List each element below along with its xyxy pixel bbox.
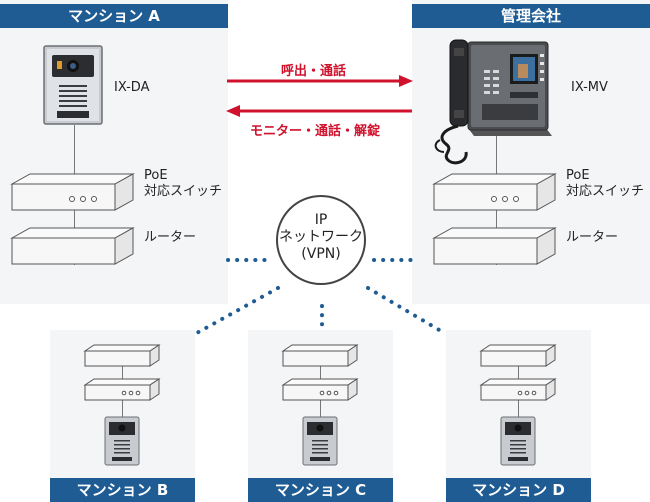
router-label: ルーター [144,230,197,245]
router-icon [83,344,161,367]
router-icon [432,227,557,265]
poe-switch-icon [83,378,161,401]
network-label-line2: ネットワーク [279,229,363,245]
mansion-d-title: マンション D [446,478,591,502]
poe-switch-label-line2: 対応スイッチ [566,184,645,199]
poe-switch-icon [432,173,557,211]
mansion-b-title: マンション B [50,478,195,502]
poe-switch-label-line1: PoE [144,168,168,183]
poe-switch-icon [10,173,135,211]
master-station-label: IX-MV [571,80,608,95]
door-station-icon [43,45,103,125]
mansion-c-title: マンション C [248,478,393,502]
router-icon [281,344,359,367]
poe-switch-icon [479,378,557,401]
call-arrow-label: 呼出・通話 [281,64,347,79]
door-station-icon [500,416,536,466]
ip-network-cloud: IP ネットワーク (VPN) [276,195,366,285]
door-station-icon [302,416,338,466]
router-label: ルーター [566,230,619,245]
door-station-icon [104,416,140,466]
router-icon [479,344,557,367]
monitor-arrow-label: モニター・通話・解錠 [250,124,381,139]
router-icon [10,227,135,265]
door-station-label: IX-DA [114,80,150,95]
master-station-icon [434,39,552,165]
mansion-a-title: マンション A [0,4,228,28]
management-title: 管理会社 [412,4,650,28]
poe-switch-label-line2: 対応スイッチ [144,184,223,199]
network-label-line3: (VPN) [301,246,341,262]
poe-switch-label-line1: PoE [566,168,590,183]
network-label-line1: IP [314,212,328,228]
call-arrow [227,75,413,87]
monitor-arrow [226,105,412,117]
poe-switch-icon [281,378,359,401]
